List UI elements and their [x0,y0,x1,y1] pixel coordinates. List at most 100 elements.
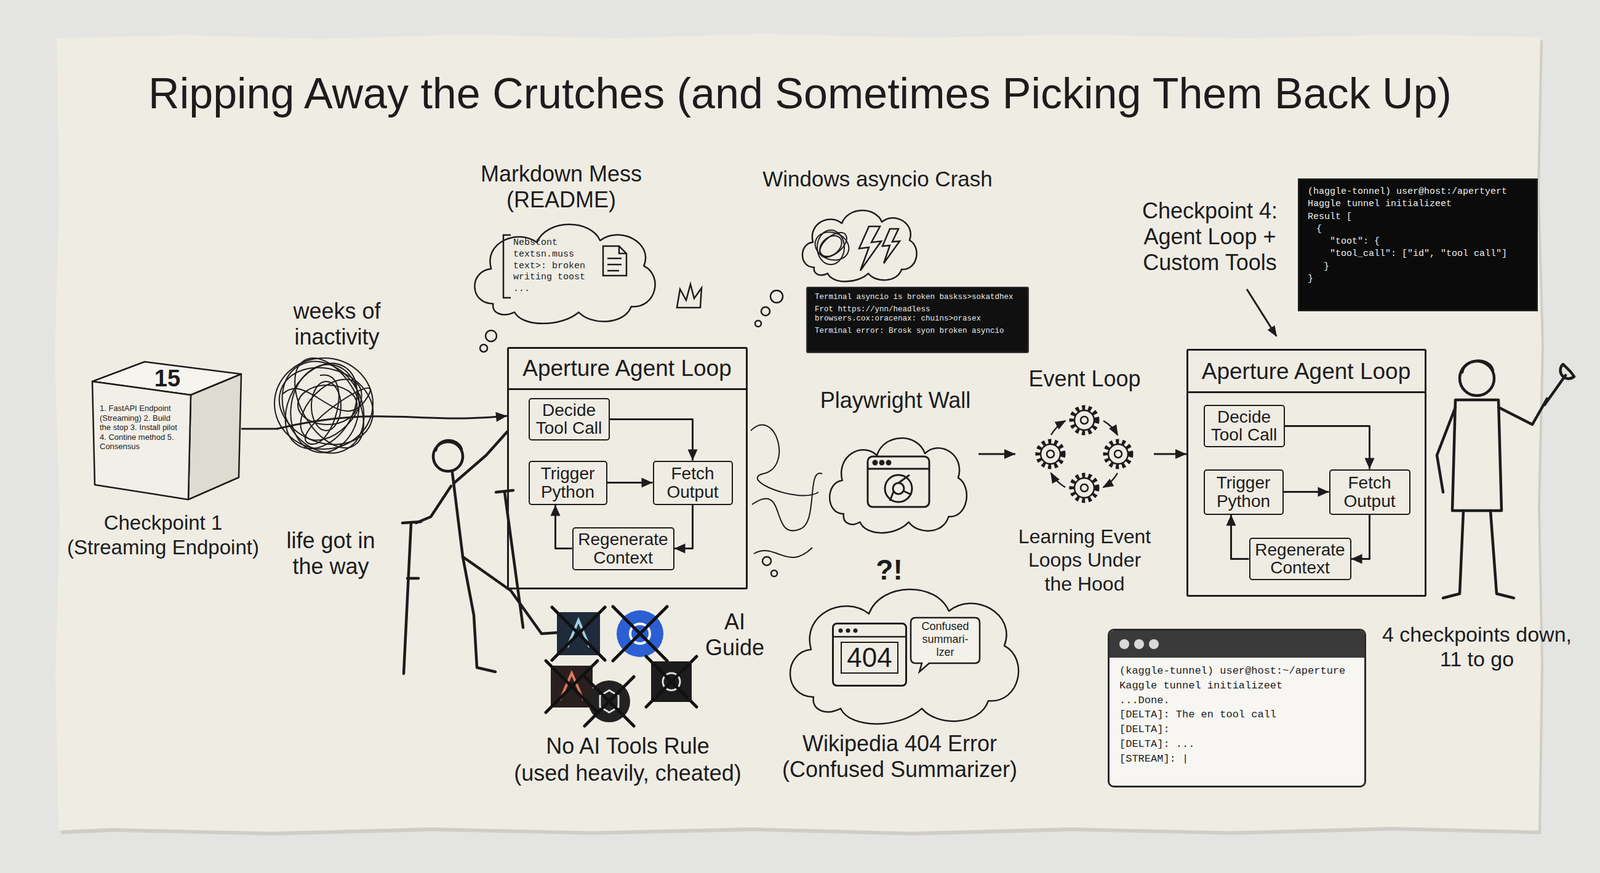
flow-arrow [276,412,508,429]
process-box: Decide Tool Call [528,398,610,442]
node-text: Regenerate Context [577,530,670,568]
crossed-ai-logos [545,606,697,727]
sketch-stroke [1080,484,1088,492]
terminal-dot [1119,639,1130,650]
node-text: Decide Tool Call [1208,408,1280,445]
mess-lines [750,425,823,558]
note-label: No AI Tools Rule [504,733,751,760]
terminal-window: Terminal asyncio is broken baskss>sokatd… [806,286,1029,354]
agent-loop-frame: Aperture Agent LoopDecide Tool CallTrigg… [1186,348,1427,597]
cloud-outline [795,203,919,285]
browser-dot [838,628,844,634]
arrow-head [1364,458,1375,470]
node-text: Trigger Python [533,464,603,502]
sketch-stroke [1452,400,1502,511]
thought-cloud: Playwright Wall [812,387,979,539]
thought-cloud: Markdown Mess (README) Nebstont textsn.mu… [464,161,659,328]
sketch-stroke [1114,450,1122,458]
gear [1105,441,1131,467]
cube-front-face [92,381,191,500]
arrow-head [641,478,653,488]
process-box: Trigger Python [1203,469,1284,516]
node-text: Checkpoint 1 (Streaming Endpoint) [58,510,268,560]
sketch-stroke [1046,450,1055,458]
terminal-window: (haggle-tonnel) user@host:/apertyertHagg… [1297,178,1538,312]
process-box: Regenerate Context [572,527,675,571]
note-label: life got in the way [276,528,385,580]
diagram-title: Ripping Away the Crutches (and Sometimes… [0,67,1600,120]
node-text: Aperture Agent Loop [508,355,746,383]
sketch-stroke [274,358,373,450]
gear [1072,475,1097,501]
terminal-bar-fill [1109,630,1365,658]
arrow-head [674,544,686,554]
event-loop-gears [1038,408,1131,501]
node-text: Confused summari- lzer [914,620,976,659]
node-text: Trigger Python [1208,473,1279,511]
sketch-stroke [811,227,853,265]
sketch-stroke [1498,398,1548,425]
thought-bubbles [480,290,783,577]
sketch-stroke [607,258,622,271]
sketch-stroke [1103,420,1118,436]
flow-arrow [1351,515,1370,565]
checkpoint-cube: 151. FastAPI Endpoint (Streaming) 2. Bui… [49,356,277,573]
node-text: Nebstont textsn.muss text>: broken writi… [513,237,600,296]
cloud-outline-path [474,224,655,324]
sketch-stroke [762,556,772,566]
header-rule [508,388,746,391]
process-box: Regenerate Context [1249,537,1352,581]
note-label: 4 checkpoints down, 11 to go [1378,622,1576,672]
sketch-stroke [289,368,373,452]
cloud-outline-path [802,210,917,282]
sketch-stroke [435,440,462,451]
sketch-stroke [403,523,412,674]
node-text: (haggle-tonnel) user@host:/apertyert [1307,185,1508,199]
sketch-stroke [892,483,904,495]
sketch-stroke [545,660,598,713]
sketch-stroke [552,607,605,661]
sketch-stroke [268,355,384,458]
sketch-stroke [619,246,627,254]
sketch-stroke [1038,441,1063,467]
sketch-stroke [1443,510,1464,599]
arrow-head [1004,449,1016,460]
node-text: Markdown Mess (README) [464,161,659,213]
sketch-stroke [753,547,813,558]
sketch-stroke [884,475,912,503]
process-box: Fetch Output [1329,469,1411,516]
sketch-stroke [1108,444,1128,464]
sketch-stroke [1560,364,1575,379]
node-text: Terminal error: Brosk syon broken asynci… [814,326,1005,337]
sketch-stroke [1080,416,1088,424]
connector-line [609,419,693,461]
cube-side-face [188,374,242,500]
crash-scribble [811,226,900,271]
node-text: Event Loop [1015,366,1154,392]
node-text: Frot https://ynn/headless browsers.cox:o… [814,305,1021,325]
node-text: [STREAM]: | [1119,752,1189,767]
terminal-dot [1134,639,1144,650]
sketch-stroke [1105,441,1131,467]
note-label: weeks of inactivity [283,298,391,351]
sketch-stroke [1459,361,1495,396]
note-label: Checkpoint 4: Agent Loop + Custom Tools [1129,198,1290,276]
connector-line [276,416,508,429]
sketch-stroke [646,656,697,708]
note-label: ?! [864,553,914,588]
note-label: AI Guide [700,609,770,661]
browser-dot [853,628,858,634]
sketch-stroke [612,606,668,661]
tangle-scribble [265,346,384,468]
node-text: Aperture Agent Loop [1188,358,1424,386]
sketch-stroke [485,330,497,342]
node-text: Regenerate Context [1254,540,1347,578]
sketch-stroke [407,577,419,581]
gear [1072,408,1097,433]
sketch-stroke [452,472,463,557]
node-text: [DELTA]: [1119,722,1170,738]
node-text: Result [ [1307,211,1352,224]
sketch-stroke [462,556,496,672]
sketch-stroke [873,460,877,465]
sketch-stroke [761,307,770,316]
